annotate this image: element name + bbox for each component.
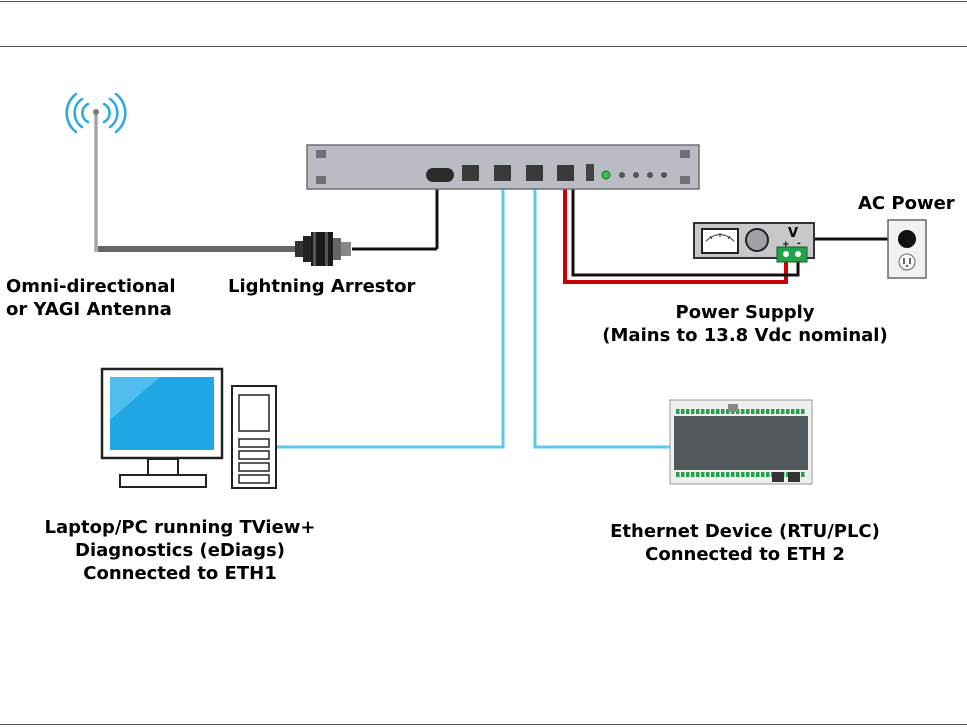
rtu-terminal — [686, 472, 690, 477]
rtu-terminal — [801, 472, 805, 477]
rtu-terminal — [741, 472, 745, 477]
eth1-port — [494, 165, 511, 181]
rtu-terminal — [761, 472, 765, 477]
rtu-terminal — [796, 409, 800, 414]
power-supply-label-line-2: (Mains to 13.8 Vdc nominal) — [580, 324, 910, 347]
rtu-terminal — [676, 472, 680, 477]
antenna-label-line-2: or YAGI Antenna — [6, 298, 176, 321]
radio-unit-icon — [307, 145, 699, 189]
power-supply-label-line-1: Power Supply — [580, 301, 910, 324]
arrestor-label: Lightning Arrestor — [228, 275, 415, 298]
ethernet-cable-eth1 — [276, 187, 503, 447]
antenna-port — [426, 168, 454, 182]
ac-outlet-icon — [888, 220, 926, 278]
rtu-terminal — [801, 409, 805, 414]
psu-terminal-block — [777, 247, 807, 262]
rtu-terminal — [756, 409, 760, 414]
rtu-label-line-1: Ethernet Device (RTU/PLC) — [580, 520, 910, 543]
rtu-terminal — [701, 472, 705, 477]
antenna-label-line-1: Omni-directional — [6, 275, 176, 298]
rtu-terminal — [701, 409, 705, 414]
rtu-terminal — [726, 472, 730, 477]
usb-port — [586, 164, 594, 181]
rtu-terminal — [706, 472, 710, 477]
rtu-terminal — [711, 409, 715, 414]
rtu-terminal — [786, 409, 790, 414]
rtu-terminal — [721, 472, 725, 477]
ac-power-label: AC Power — [858, 192, 955, 215]
arrestor-label-text: Lightning Arrestor — [228, 275, 415, 298]
antenna-icon — [67, 94, 126, 252]
desktop-pc-icon — [102, 369, 276, 488]
rtu-terminal — [686, 409, 690, 414]
pc-label: Laptop/PC running TView+ Diagnostics (eD… — [30, 516, 330, 585]
rtu-terminal — [736, 472, 740, 477]
rtu-terminal — [716, 409, 720, 414]
power-supply-label: Power Supply (Mains to 13.8 Vdc nominal) — [580, 301, 910, 347]
rtu-terminal — [691, 472, 695, 477]
rtu-terminal — [741, 409, 745, 414]
pc-label-line-3: Connected to ETH1 — [30, 562, 330, 585]
radio-port-1 — [462, 165, 479, 181]
status-led-green — [602, 171, 610, 179]
rtu-terminal — [771, 409, 775, 414]
rtu-terminal — [696, 472, 700, 477]
rtu-terminal — [676, 409, 680, 414]
power-port — [557, 165, 574, 181]
rtu-terminal — [791, 409, 795, 414]
rtu-terminal — [756, 472, 760, 477]
rtu-terminal — [751, 409, 755, 414]
rtu-plc-icon — [670, 400, 812, 484]
pc-label-line-2: Diagnostics (eDiags) — [30, 539, 330, 562]
rtu-terminal — [706, 409, 710, 414]
rtu-terminal — [716, 472, 720, 477]
rtu-terminal — [691, 409, 695, 414]
rtu-terminal — [746, 472, 750, 477]
eth2-port — [526, 165, 543, 181]
rtu-terminal — [766, 409, 770, 414]
ac-power-label-text: AC Power — [858, 192, 955, 215]
rtu-terminal — [781, 409, 785, 414]
rtu-terminal — [751, 472, 755, 477]
pc-label-line-1: Laptop/PC running TView+ — [30, 516, 330, 539]
rtu-label: Ethernet Device (RTU/PLC) Connected to E… — [580, 520, 910, 566]
rtu-terminal — [761, 409, 765, 414]
rtu-terminal — [721, 409, 725, 414]
rtu-terminal — [681, 409, 685, 414]
rtu-label-line-2: Connected to ETH 2 — [580, 543, 910, 566]
rtu-terminal — [731, 472, 735, 477]
rtu-terminal — [681, 472, 685, 477]
rtu-terminal — [746, 409, 750, 414]
power-supply-icon: V + - — [694, 223, 814, 262]
antenna-label: Omni-directional or YAGI Antenna — [6, 275, 176, 321]
rtu-terminal — [766, 472, 770, 477]
rtu-terminal — [696, 409, 700, 414]
rtu-terminal — [711, 472, 715, 477]
lightning-arrestor-icon — [295, 232, 351, 266]
rtu-terminal — [776, 409, 780, 414]
